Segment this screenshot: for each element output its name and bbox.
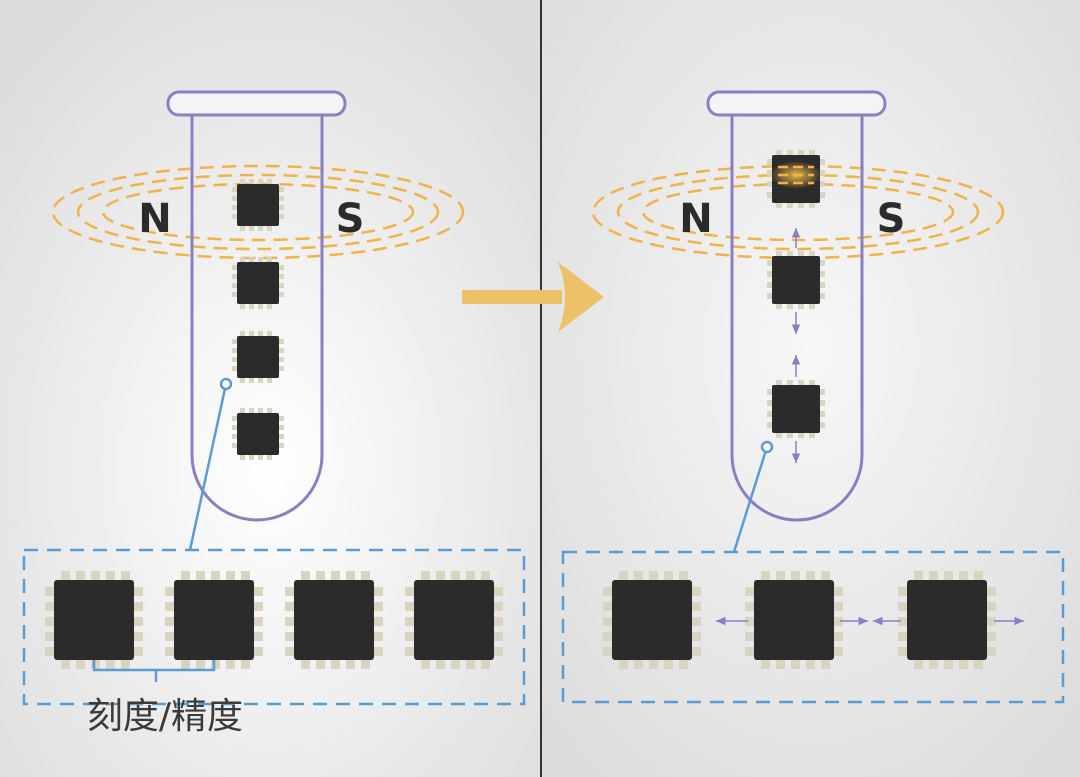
right-test-tube [706, 90, 887, 522]
left-panel: N S [22, 90, 526, 737]
chip-large [405, 571, 503, 669]
left-zoom-chips [45, 571, 503, 669]
chip [767, 251, 825, 309]
chip-large [45, 571, 143, 669]
left-south-pole-label: S [336, 196, 365, 242]
chip-large [603, 571, 701, 669]
chip [767, 380, 825, 438]
chip-magnetized [767, 150, 825, 208]
chip [232, 408, 284, 460]
right-tube-chips [767, 150, 825, 438]
pitch-caption: 刻度/精度 [87, 696, 243, 737]
left-callout [188, 377, 233, 551]
right-south-pole-label: S [877, 196, 906, 242]
left-north-pole-label: N [138, 196, 171, 242]
chip-large [165, 571, 263, 669]
right-zoom-box [561, 550, 1065, 704]
pitch-bracket [92, 660, 216, 682]
chip [232, 331, 284, 383]
left-test-tube [166, 90, 347, 522]
left-tube-chips [232, 179, 284, 460]
chip-large [898, 571, 996, 669]
right-north-pole-label: N [679, 196, 712, 242]
right-panel: N S [561, 90, 1065, 704]
chip [232, 257, 284, 309]
left-zoom-box [22, 548, 526, 706]
transition-arrow-icon [462, 262, 604, 332]
right-zoom-chips [603, 571, 996, 669]
chip [232, 179, 284, 231]
chip-large [285, 571, 383, 669]
chip-large [745, 571, 843, 669]
right-callout [732, 440, 774, 553]
